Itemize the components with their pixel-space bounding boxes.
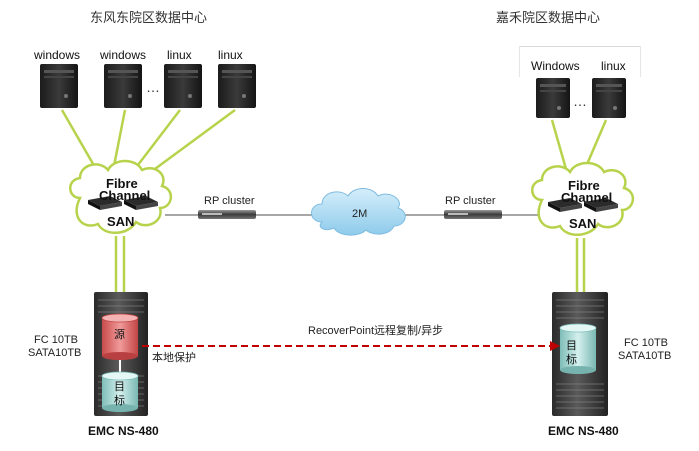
replication-label: RecoverPoint远程复制/异步 bbox=[308, 325, 444, 337]
site-title-right: 嘉禾院区数据中心 bbox=[496, 11, 601, 26]
server-label: Windows bbox=[531, 59, 580, 73]
switch-icon bbox=[584, 198, 618, 212]
san-label-channel: Channel bbox=[561, 190, 613, 205]
server-label: windows bbox=[100, 48, 147, 62]
storage-model-right: EMC NS-480 bbox=[548, 424, 619, 438]
replication-arrow bbox=[142, 341, 560, 351]
rp-appliance-right bbox=[444, 210, 502, 219]
rp-cluster-label-right: RP cluster bbox=[445, 195, 496, 207]
san-label-fibre: Fibre bbox=[106, 176, 138, 191]
server-icon bbox=[104, 64, 142, 108]
server-icon bbox=[536, 78, 570, 118]
san-cloud-right bbox=[531, 161, 634, 236]
source-volume-label: 源 bbox=[114, 329, 125, 341]
storage-links bbox=[114, 236, 586, 292]
server-icon bbox=[218, 64, 256, 108]
server-label: windows bbox=[34, 48, 81, 62]
capacity-fc-left: FC 10TB bbox=[34, 334, 79, 346]
source-volume bbox=[101, 313, 139, 360]
target-volume-label-left-1: 目 bbox=[114, 381, 125, 393]
capacity-sata-right: SATA10TB bbox=[618, 350, 672, 362]
target-volume-right bbox=[559, 323, 597, 374]
more-servers-ellipsis: … bbox=[146, 79, 161, 95]
local-protection-label: 本地保护 bbox=[152, 352, 196, 364]
target-volume-label-left-2: 标 bbox=[114, 395, 125, 407]
rp-cluster-label-left: RP cluster bbox=[204, 195, 255, 207]
storage-model-left: EMC NS-480 bbox=[88, 424, 159, 438]
server-label: linux bbox=[601, 59, 626, 73]
server-icon bbox=[40, 64, 78, 108]
wan-bandwidth-label: 2M bbox=[352, 208, 368, 220]
switch-icon bbox=[124, 196, 158, 210]
server-label: linux bbox=[218, 48, 243, 62]
target-volume-label-right-2: 标 bbox=[566, 354, 577, 366]
target-volume-left bbox=[101, 371, 139, 412]
server-icon bbox=[164, 64, 202, 108]
target-volume-label-right-1: 目 bbox=[566, 340, 577, 352]
more-servers-ellipsis: … bbox=[573, 93, 588, 109]
san-label-san: SAN bbox=[107, 214, 135, 229]
wan-cloud bbox=[311, 188, 406, 236]
san-cloud-left bbox=[69, 159, 172, 234]
san-label-fibre: Fibre bbox=[568, 178, 600, 193]
capacity-fc-right: FC 10TB bbox=[624, 337, 669, 349]
right-server-frame bbox=[519, 46, 641, 77]
site-title-left: 东风东院区数据中心 bbox=[90, 11, 208, 26]
switch-icon bbox=[88, 196, 122, 210]
switch-icon bbox=[548, 198, 582, 212]
san-label-san: SAN bbox=[569, 216, 597, 231]
san-label-channel: Channel bbox=[99, 188, 151, 203]
server-label: linux bbox=[167, 48, 192, 62]
rp-appliance-left bbox=[198, 210, 256, 219]
server-icon bbox=[592, 78, 626, 118]
capacity-sata-left: SATA10TB bbox=[28, 347, 82, 359]
